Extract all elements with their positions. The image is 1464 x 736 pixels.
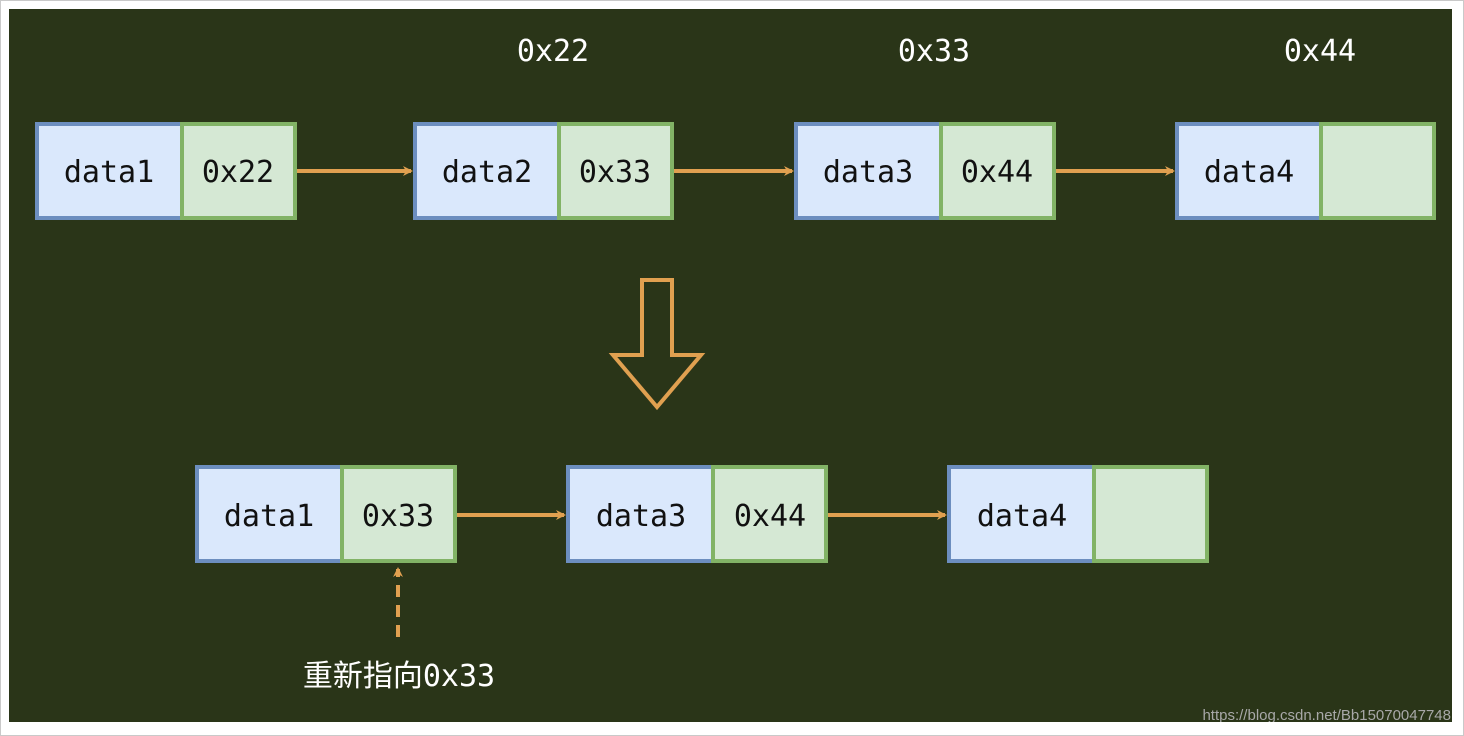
top-node-3: data3 0x44 [794, 122, 1056, 220]
bottom-node-2-next-text: 0x44 [734, 499, 806, 534]
bottom-node-2-pointer-cell [711, 465, 828, 563]
bottom-node-1-data-text: data1 [224, 499, 314, 534]
top-node-1-pointer-cell [180, 122, 297, 220]
bottom-node-1-data-cell [195, 465, 344, 563]
top-node-3-next-text: 0x44 [961, 155, 1033, 190]
address-label-0x33: 0x33 [898, 34, 970, 69]
bottom-node-2-data-text: data3 [596, 499, 686, 534]
transition-down-arrow [608, 278, 706, 411]
top-node-3-data-cell [794, 122, 943, 220]
diagram-canvas: 0x22 0x33 0x44 data1 0x22 data2 0x33 dat… [9, 9, 1452, 722]
bottom-node-3-data-cell [947, 465, 1096, 563]
bottom-node-1-next-text: 0x33 [362, 499, 434, 534]
top-node-1-data-cell [35, 122, 184, 220]
bottom-node-3-pointer-cell [1092, 465, 1209, 563]
top-node-2-data-text: data2 [442, 155, 532, 190]
top-node-4-data-text: data4 [1204, 155, 1294, 190]
repoint-note: 重新指向0x33 [303, 659, 495, 694]
top-node-4: data4 [1175, 122, 1436, 220]
top-node-2: data2 0x33 [413, 122, 674, 220]
top-node-4-data-cell [1175, 122, 1323, 220]
bottom-node-3-data-text: data4 [977, 499, 1067, 534]
top-node-3-data-text: data3 [823, 155, 913, 190]
address-label-0x22: 0x22 [517, 34, 589, 69]
address-label-0x44: 0x44 [1284, 34, 1356, 69]
watermark: https://blog.csdn.net/Bb15070047748 [1202, 707, 1451, 722]
top-node-1: data1 0x22 [35, 122, 297, 220]
top-node-2-pointer-cell [557, 122, 674, 220]
linked-list-diagram: 0x22 0x33 0x44 data1 0x22 data2 0x33 dat… [35, 34, 1451, 722]
bottom-node-3: data4 [947, 465, 1209, 563]
bottom-node-1-pointer-cell [340, 465, 457, 563]
top-node-4-pointer-cell [1319, 122, 1436, 220]
bottom-node-1: data1 0x33 [195, 465, 457, 563]
bottom-node-2-data-cell [566, 465, 715, 563]
bottom-node-2: data3 0x44 [566, 465, 828, 563]
top-node-2-next-text: 0x33 [579, 155, 651, 190]
top-node-1-next-text: 0x22 [202, 155, 274, 190]
top-node-1-data-text: data1 [64, 155, 154, 190]
top-node-3-pointer-cell [939, 122, 1056, 220]
top-node-2-data-cell [413, 122, 561, 220]
